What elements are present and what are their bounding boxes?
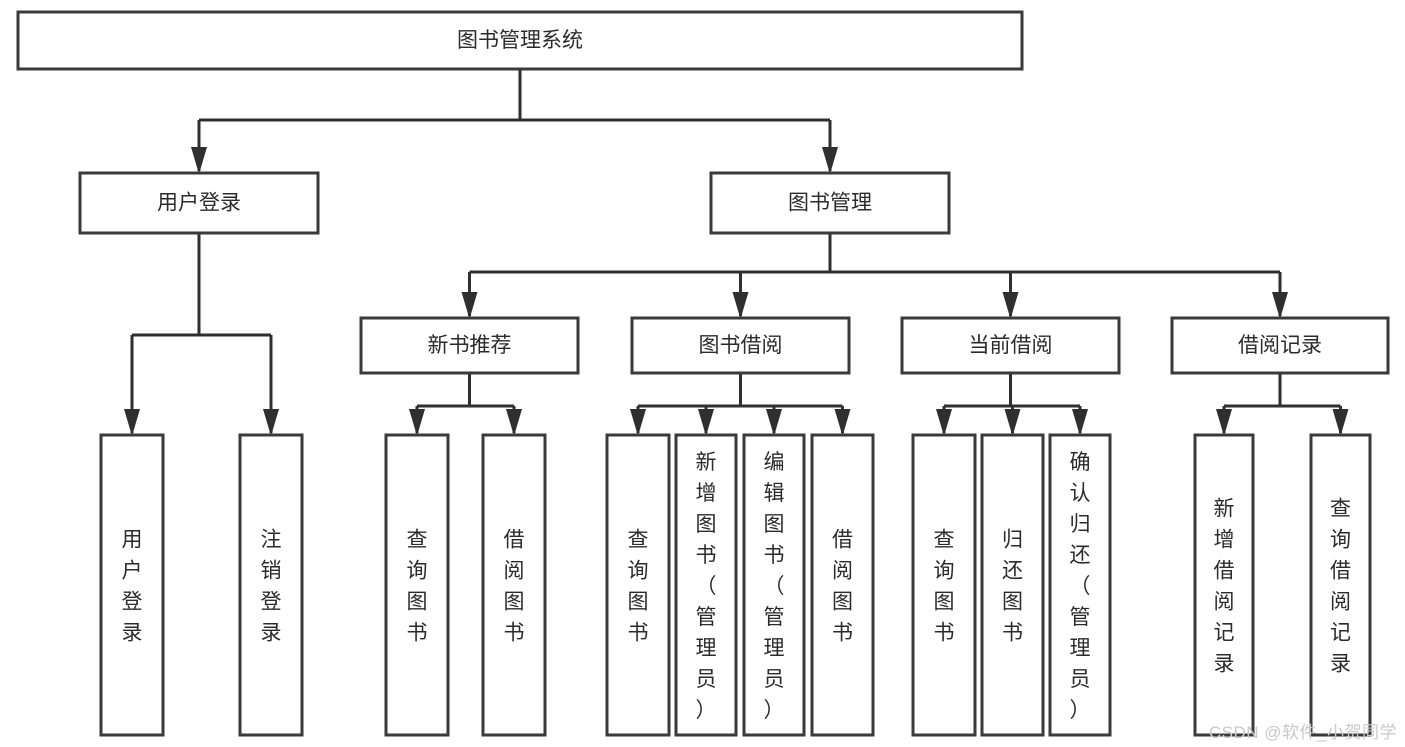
arrow-head-icon <box>1004 409 1021 436</box>
node-leaf_rec_query[interactable]: 查询图书 <box>384 433 450 737</box>
node-box-leaf_rec_borrow[interactable] <box>481 433 547 737</box>
node-leaf_borrow_query[interactable]: 查询图书 <box>605 433 671 737</box>
node-box-leaf_cur_query[interactable] <box>911 433 977 737</box>
node-label-leaf_cur_query: 查询图书 <box>934 528 955 644</box>
node-label-root: 图书管理系统 <box>457 29 583 52</box>
connector-group-user_login <box>124 233 279 436</box>
arrow-head-icon <box>1002 292 1019 319</box>
node-leaf_cur_return[interactable]: 归还图书 <box>980 433 1045 737</box>
node-current_borrow[interactable]: 当前借阅 <box>900 316 1121 375</box>
node-leaf_borrow_lend[interactable]: 借阅图书 <box>810 433 875 737</box>
node-box-leaf_cur_return[interactable] <box>980 433 1045 737</box>
node-box-new_book_rec[interactable] <box>359 316 580 375</box>
node-box-leaf_borrow_query[interactable] <box>605 433 671 737</box>
node-leaf_borrow_edit[interactable]: 编辑图书（管理员） <box>742 433 806 737</box>
node-label-leaf_rec_borrow: 借阅图书 <box>504 528 525 644</box>
arrow-head-icon <box>1332 409 1349 436</box>
node-leaf_borrow_add[interactable]: 新增图书（管理员） <box>674 433 738 737</box>
connector-group-current_borrow <box>936 373 1088 436</box>
node-leaf_rec_borrow[interactable]: 借阅图书 <box>481 433 547 737</box>
node-label-leaf_rec_add: 新增借阅记录 <box>1214 497 1235 675</box>
node-box-current_borrow[interactable] <box>900 316 1121 375</box>
arrow-head-icon <box>1272 292 1288 319</box>
arrow-head-icon <box>936 409 952 436</box>
node-box-leaf_rec_query[interactable] <box>384 433 450 737</box>
node-box-leaf_rec_add[interactable] <box>1193 433 1255 737</box>
node-label-leaf_borrow_edit: 编辑图书（管理员） <box>764 451 785 722</box>
node-new_book_rec[interactable]: 新书推荐 <box>359 316 580 375</box>
node-label-leaf_rec_query2: 查询借阅记录 <box>1330 497 1351 675</box>
node-root[interactable]: 图书管理系统 <box>16 10 1024 71</box>
node-label-book_manage: 图书管理 <box>788 192 872 215</box>
node-label-user_login: 用户登录 <box>157 192 241 215</box>
node-label-leaf_borrow_add: 新增图书（管理员） <box>696 451 717 722</box>
node-borrow_record[interactable]: 借阅记录 <box>1170 316 1390 375</box>
node-leaf_rec_query2[interactable]: 查询借阅记录 <box>1309 433 1372 737</box>
node-leaf_cur_confirm[interactable]: 确认归还（管理员） <box>1048 433 1112 737</box>
node-box-leaf_user_login[interactable] <box>99 433 165 737</box>
node-label-borrow_record: 借阅记录 <box>1238 334 1322 357</box>
arrow-head-icon <box>409 409 425 436</box>
connector-layer <box>124 69 1349 436</box>
arrow-head-icon <box>630 409 646 436</box>
node-label-leaf_cur_confirm: 确认归还（管理员） <box>1070 451 1091 722</box>
connector-group-borrow_record <box>1216 373 1349 436</box>
node-box-book_borrow[interactable] <box>630 316 851 375</box>
arrow-head-icon <box>1072 409 1088 436</box>
node-label-book_borrow: 图书借阅 <box>699 334 783 357</box>
node-box-leaf_borrow_add[interactable] <box>674 433 738 737</box>
node-box-leaf_borrow_lend[interactable] <box>810 433 875 737</box>
arrow-head-icon <box>766 409 782 436</box>
arrow-head-icon <box>461 292 478 319</box>
arrow-head-icon <box>263 409 279 436</box>
node-label-leaf_cur_return: 归还图书 <box>1002 528 1023 644</box>
watermark-text: CSDN @软件_小贺同学 <box>1208 723 1397 742</box>
node-label-leaf_borrow_query: 查询图书 <box>628 528 649 644</box>
node-label-current_borrow: 当前借阅 <box>969 334 1053 357</box>
node-leaf_cur_query[interactable]: 查询图书 <box>911 433 977 737</box>
connector-group-book_borrow <box>630 373 851 436</box>
node-label-leaf_user_login: 用户登录 <box>122 528 143 644</box>
node-label-leaf_user_logout: 注销登录 <box>261 528 282 644</box>
node-leaf_user_login[interactable]: 用户登录 <box>99 433 165 737</box>
node-book_borrow[interactable]: 图书借阅 <box>630 316 851 375</box>
arrow-head-icon <box>124 409 140 436</box>
arrow-head-icon <box>698 409 714 436</box>
node-box-root[interactable] <box>16 10 1024 71</box>
connector-group-book_manage <box>461 233 1288 319</box>
node-label-leaf_rec_query: 查询图书 <box>407 528 428 644</box>
arrow-head-icon <box>822 147 838 174</box>
node-user_login[interactable]: 用户登录 <box>78 171 320 235</box>
node-leaf_rec_add[interactable]: 新增借阅记录 <box>1193 433 1255 737</box>
node-box-leaf_borrow_edit[interactable] <box>742 433 806 737</box>
node-box-borrow_record[interactable] <box>1170 316 1390 375</box>
node-box-leaf_rec_query2[interactable] <box>1309 433 1372 737</box>
node-book_manage[interactable]: 图书管理 <box>709 171 951 235</box>
arrow-head-icon <box>834 409 851 436</box>
node-label-new_book_rec: 新书推荐 <box>428 334 512 357</box>
arrow-head-icon <box>191 147 207 174</box>
node-leaf_user_logout[interactable]: 注销登录 <box>238 433 304 737</box>
node-label-leaf_borrow_lend: 借阅图书 <box>832 528 853 644</box>
node-box-book_manage[interactable] <box>709 171 951 235</box>
node-box-user_login[interactable] <box>78 171 320 235</box>
arrow-head-icon <box>732 292 749 319</box>
arrow-head-icon <box>1216 409 1232 436</box>
node-box-leaf_cur_confirm[interactable] <box>1048 433 1112 737</box>
node-layer: 图书管理系统用户登录图书管理新书推荐图书借阅当前借阅借阅记录用户登录注销登录查询… <box>16 10 1390 737</box>
arrow-head-icon <box>506 409 522 436</box>
connector-group-root <box>191 69 838 174</box>
node-box-leaf_user_logout[interactable] <box>238 433 304 737</box>
connector-group-new_book_rec <box>409 373 522 436</box>
